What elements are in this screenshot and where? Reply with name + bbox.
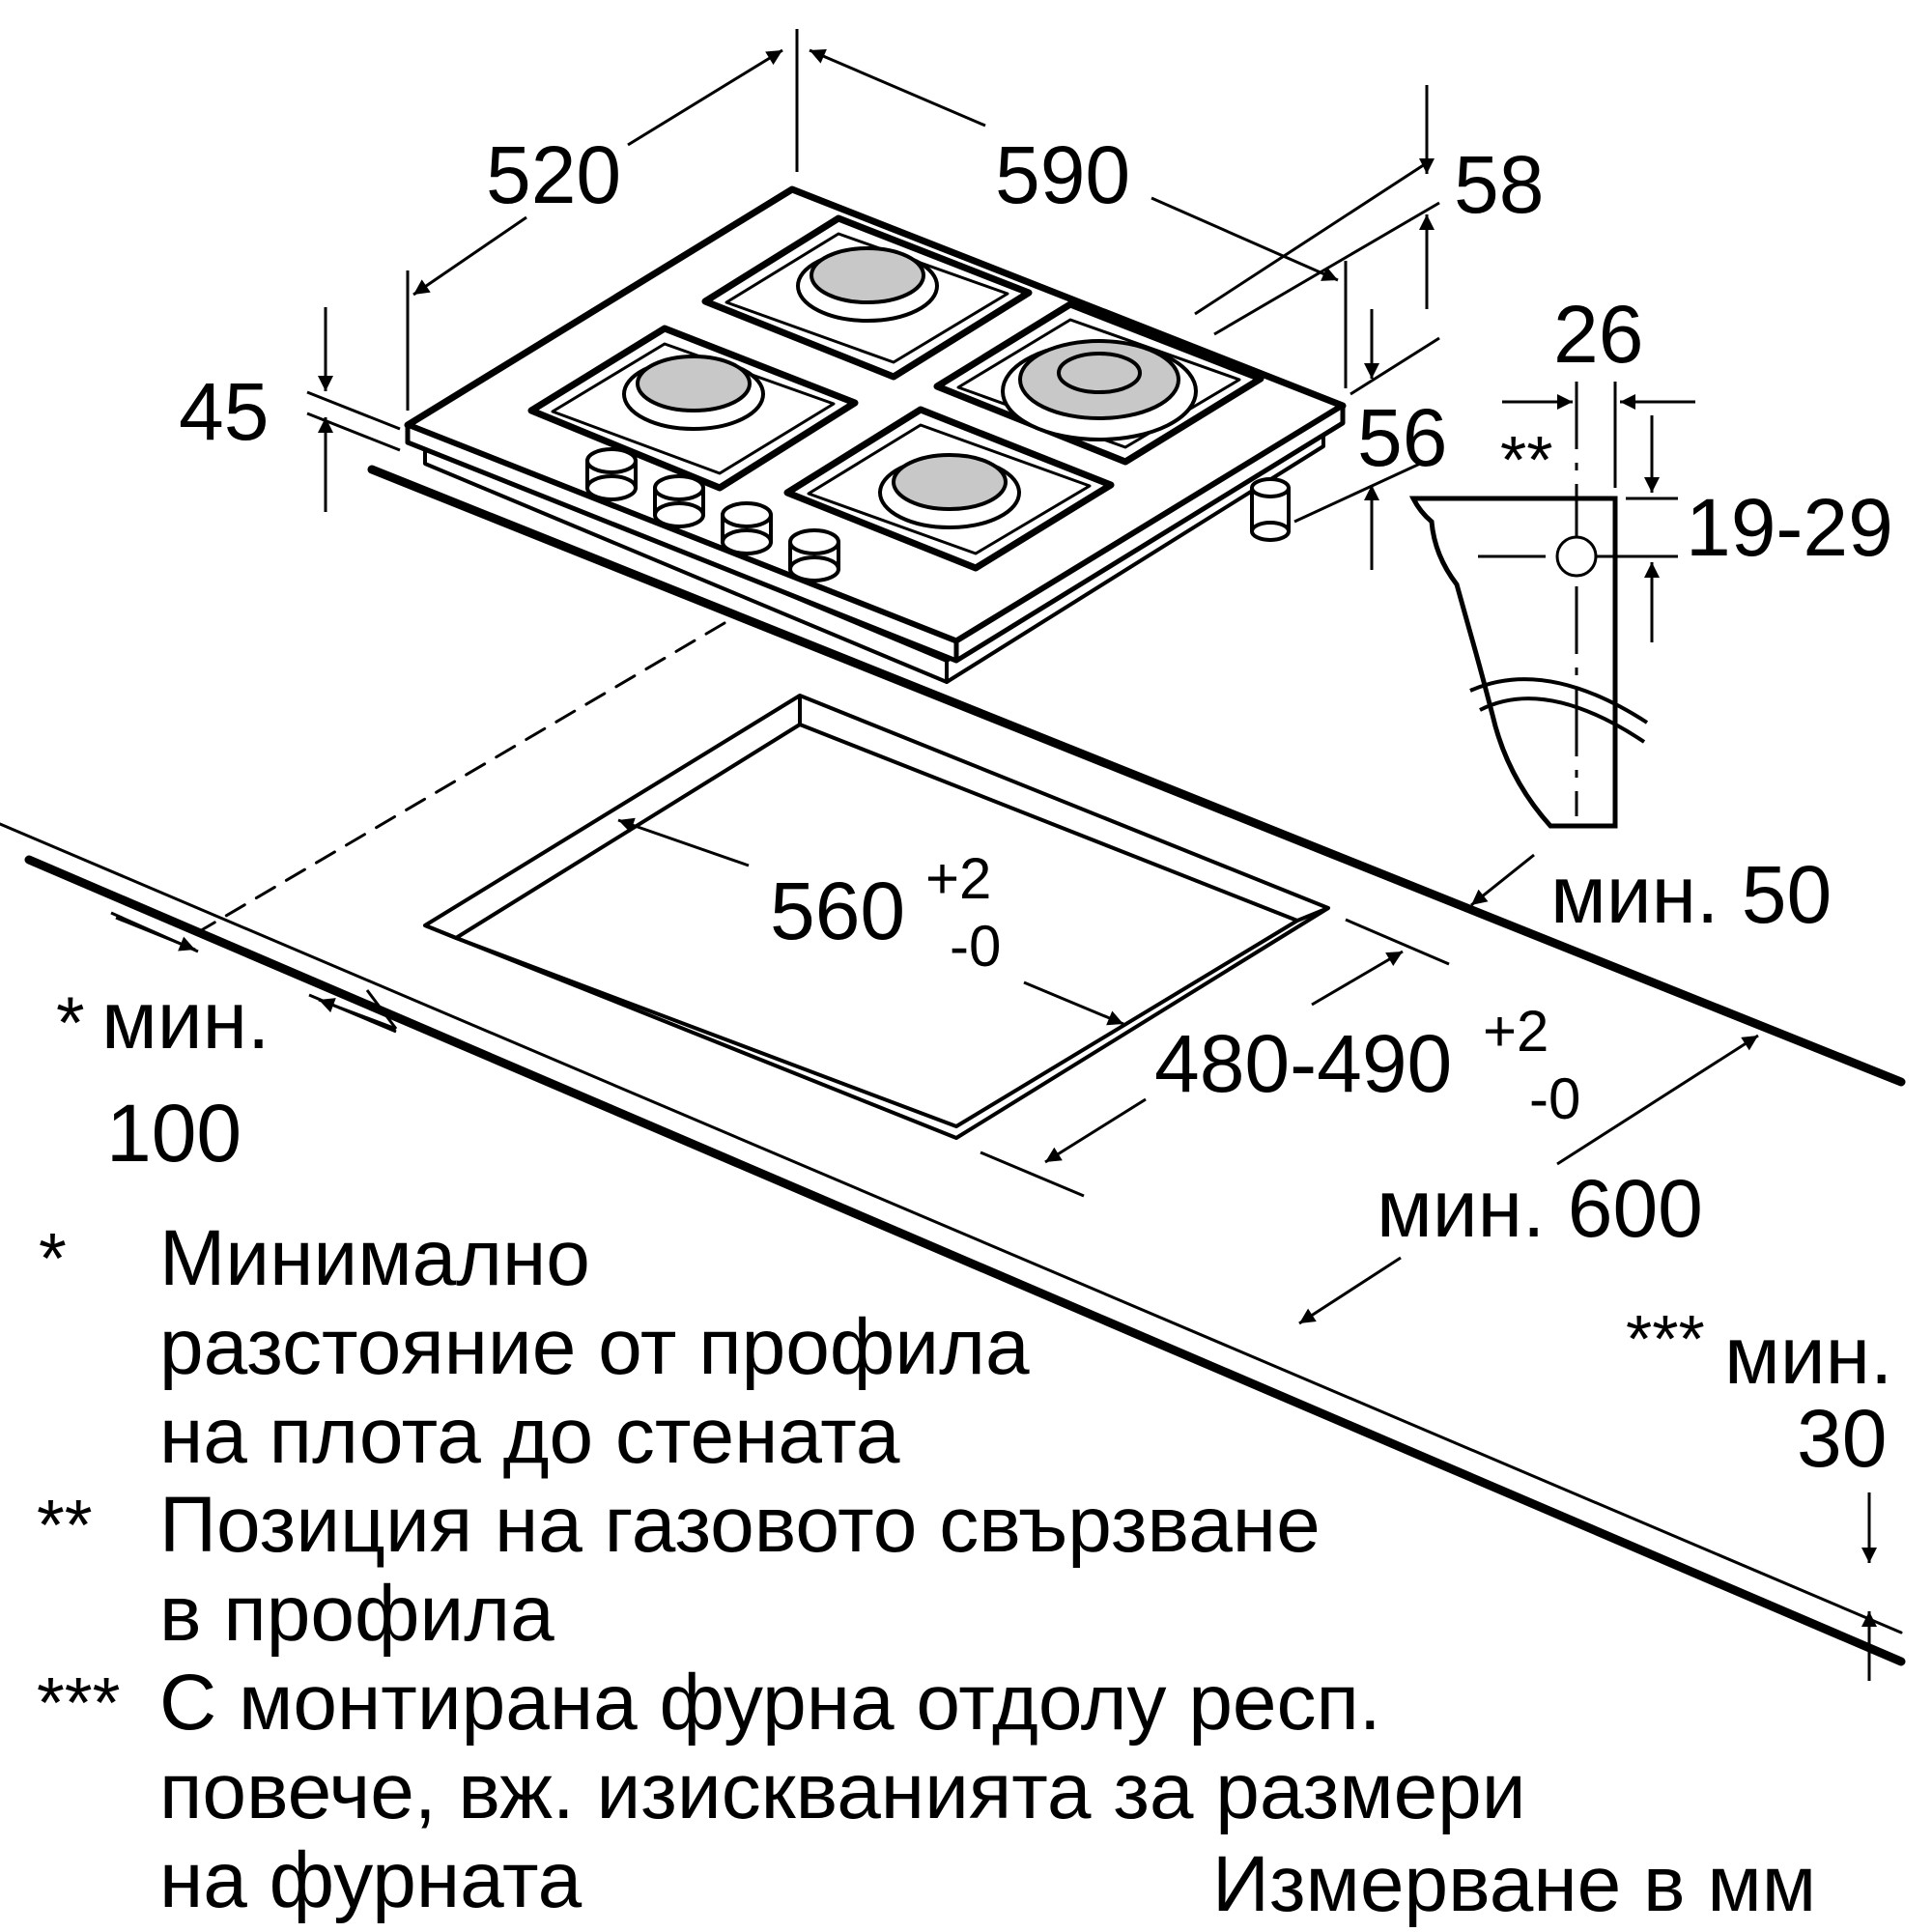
knob-2 [653,474,705,528]
countertop-back-thick-edge [367,465,1906,1087]
worktop-profile-section [1408,382,1678,829]
footnote-3-line-1: С монтирана фурна отдолу респ. [159,1659,1381,1747]
dim-height-56: 56 [1357,392,1447,483]
gas-connector [1250,477,1291,542]
footnote-2-marker: ** [37,1485,93,1565]
countertop-front-bottom-edge [24,855,1906,1666]
knob-3 [721,501,773,555]
dim-thick-min: мин. [1724,1310,1892,1401]
burner-front-left [622,355,765,431]
control-knobs [585,447,840,582]
dim-gas-marker: ** [1500,422,1552,497]
dim-cutout-width-tol-minus: -0 [950,914,1001,979]
gas-hob [404,185,1347,684]
knob-1 [585,447,638,501]
dim-thick-min-value: 30 [1797,1393,1887,1484]
pan-supports [527,214,1264,572]
footnote-3-line-2: повече, вж. изискванията за размери [159,1747,1526,1835]
footnote-3-line-3: на фурната [159,1836,582,1924]
dim-cutout-depth-tol-plus: +2 [1483,999,1548,1064]
dim-depth-520: 520 [486,129,621,220]
dim-height-45: 45 [179,366,269,457]
dim-width-590: 590 [995,129,1130,220]
footnote-3-marker: *** [37,1662,121,1743]
dim-min-600: мин. 600 [1377,1163,1703,1254]
countertop [0,465,1906,1666]
dim-cutout-depth: 480-490 [1154,1018,1452,1109]
dim-cutout-width: 560 [770,866,905,956]
footnote-1-marker: * [39,1218,67,1298]
dim-gas-19-29: 19-29 [1686,482,1893,573]
burner-back-left [796,246,939,323]
burner-front-right [878,453,1021,529]
footnote-2-line-2: в профила [159,1570,554,1658]
dimension-labels: 520 590 58 45 56 26 ** 19-29 560 +2 -0 4… [56,129,1893,1484]
footnote-2-line-1: Позиция на газовото свързване [159,1481,1321,1569]
footnote-1-line-2: разстояние от профила [159,1303,1030,1391]
hob-projection-dashed-line [196,621,726,934]
dim-thick-marker: *** [1626,1301,1705,1377]
knob-4 [788,528,840,582]
dim-top-58: 58 [1454,139,1544,230]
dim-gas-26: 26 [1553,289,1643,380]
dim-cutout-depth-tol-minus: -0 [1529,1066,1580,1131]
dimension-lines [110,29,1877,1681]
dim-front-marker: * [56,982,85,1065]
units-caption: Измерване в мм [1212,1840,1817,1928]
burner-back-right-wok [1001,339,1198,441]
dim-front-min: мин. [101,975,270,1065]
footnote-1-line-3: на плота до стената [159,1392,900,1480]
footnote-1-line-1: Минимално [159,1214,590,1302]
dim-cutout-width-tol-plus: +2 [925,846,991,911]
cutout [423,694,1330,1140]
dim-min-50: мин. 50 [1550,849,1832,940]
dim-front-min-value: 100 [106,1088,242,1179]
countertop-front-top-edge [0,822,1903,1634]
